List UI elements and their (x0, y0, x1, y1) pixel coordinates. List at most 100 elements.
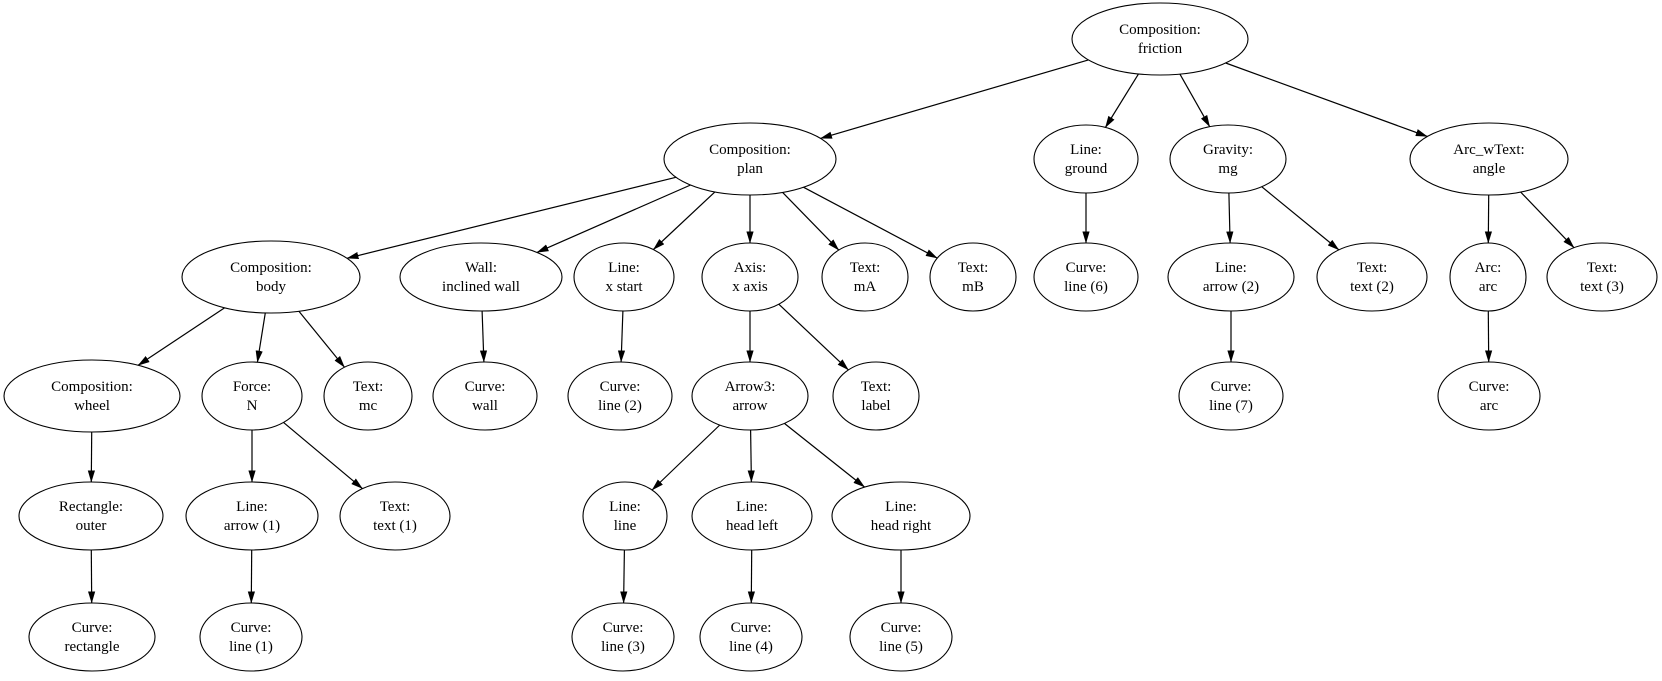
node-angle-label-line2: angle (1473, 161, 1506, 177)
node-arrow3-ellipse (691, 361, 809, 431)
node-head_right-label-line2: head right (871, 518, 932, 534)
node-line: Line:line (582, 481, 668, 551)
node-outer-label: Rectangle:outer (59, 499, 123, 534)
node-friction-label-line1: Composition: (1119, 22, 1201, 38)
node-line1-label-line1: Curve: (231, 620, 272, 636)
node-arrow3-label-line2: arrow (733, 398, 768, 414)
edge-angle-to-text3 (1520, 191, 1575, 249)
node-wheel-label: Composition:wheel (51, 379, 133, 414)
edge-plan-to-body (346, 176, 677, 260)
node-wheel-label-line2: wheel (74, 398, 110, 414)
node-plan: Composition:plan (663, 122, 837, 196)
node-plan-label: Composition:plan (709, 142, 791, 177)
node-label-label-line2: label (861, 398, 890, 414)
edge-friction-to-plan (820, 59, 1089, 139)
node-inclined_wall: Wall: inclined wall (399, 242, 563, 312)
node-inclined_wall-label-line1: Wall: (465, 260, 497, 276)
node-label: Text: label (832, 361, 920, 431)
edge-x_start-to-line2 (617, 310, 626, 363)
node-line5-label-line1: Curve: (881, 620, 922, 636)
node-mB-label-line1: Text: (958, 260, 989, 276)
node-x_start: Line:x start (573, 242, 675, 312)
node-line7-label: Curve:line (7) (1209, 379, 1253, 414)
node-arc_curve: Curve: arc (1437, 361, 1541, 431)
node-line3: Curve:line (3) (571, 602, 675, 672)
node-mB-label-line2: mB (962, 279, 984, 295)
node-label-label-line1: Text: (861, 379, 892, 395)
node-rectangle-ellipse (28, 602, 156, 672)
node-body-ellipse (181, 240, 361, 314)
edge-plan-to-x_start (652, 191, 716, 250)
node-line1-ellipse (199, 602, 303, 672)
node-mc-label: Text:mc (353, 379, 384, 414)
node-mc-label-line2: mc (359, 398, 378, 414)
node-label-label: Text: label (861, 379, 892, 414)
node-text1-ellipse (339, 481, 451, 551)
node-outer-label-line1: Rectangle: (59, 499, 123, 515)
node-mc: Text:mc (323, 361, 413, 431)
node-head_left-label-line1: Line: (736, 499, 768, 515)
node-arc_curve-label-line1: Curve: (1469, 379, 1510, 395)
edge-plan-to-mB (803, 186, 938, 259)
node-arrow2-label-line2: arrow (2) (1203, 279, 1259, 295)
node-ground-ellipse (1033, 124, 1139, 194)
node-N-ellipse (201, 361, 303, 431)
node-mc-ellipse (323, 361, 413, 431)
edge-mg-to-text2 (1261, 186, 1340, 251)
node-N: Force:N (201, 361, 303, 431)
node-angle-label-line1: Arc_wText: (1453, 142, 1524, 158)
node-arrow2: Line:arrow (2) (1167, 242, 1295, 312)
edge-body-to-mc (298, 310, 345, 368)
node-mg-ellipse (1169, 124, 1287, 194)
edge-body-to-N (255, 312, 266, 363)
edge-arrow3-to-head_right (784, 422, 865, 488)
node-line-label: Line:line (609, 499, 641, 534)
node-line4-ellipse (699, 602, 803, 672)
node-ground-label-line2: ground (1065, 161, 1108, 177)
node-friction: Composition:friction (1071, 2, 1249, 76)
node-line2-ellipse (567, 361, 673, 431)
node-head_left-ellipse (691, 481, 813, 551)
node-arrow1-label-line2: arrow (1) (224, 518, 280, 534)
node-x_start-label-line2: x start (605, 279, 643, 295)
node-line3-ellipse (571, 602, 675, 672)
node-inclined_wall-label-line2: inclined wall (442, 279, 520, 295)
node-mA-label-line1: Text: (850, 260, 881, 276)
node-arc_curve-label-line2: arc (1480, 398, 1499, 414)
node-arc-label-line1: Arc: (1475, 260, 1502, 276)
node-plan-ellipse (663, 122, 837, 196)
edge-friction-to-ground (1104, 73, 1140, 128)
node-x_axis-label: Axis:x axis (732, 260, 768, 295)
node-text2-label: Text:text (2) (1350, 260, 1394, 295)
node-arc-label: Arc: arc (1475, 260, 1502, 295)
node-angle-label: Arc_wText:angle (1453, 142, 1524, 177)
node-label-ellipse (832, 361, 920, 431)
node-arc: Arc: arc (1449, 242, 1527, 312)
node-wall: Curve:wall (432, 361, 538, 431)
node-mA-label-line2: mA (854, 279, 877, 295)
node-arrow2-ellipse (1167, 242, 1295, 312)
node-text2-label-line2: text (2) (1350, 279, 1394, 295)
node-line2-label-line1: Curve: (600, 379, 641, 395)
node-angle: Arc_wText:angle (1409, 122, 1569, 196)
node-wall-label: Curve:wall (465, 379, 506, 414)
node-arrow3-label: Arrow3:arrow (725, 379, 776, 414)
node-arrow1-label: Line:arrow (1) (224, 499, 280, 534)
node-rectangle-label: Curve:rectangle (65, 620, 120, 655)
node-ground: Line:ground (1033, 124, 1139, 194)
node-ground-label: Line:ground (1065, 142, 1108, 177)
node-mA-label: Text: mA (850, 260, 881, 295)
node-arc-label-line2: arc (1479, 279, 1498, 295)
node-arc_curve-label: Curve: arc (1469, 379, 1510, 414)
node-line4-label: Curve:line (4) (729, 620, 773, 655)
node-line5-label: Curve:line (5) (879, 620, 923, 655)
edge-arrow3-to-head_left (747, 429, 755, 483)
node-angle-ellipse (1409, 122, 1569, 196)
node-line1-label-line2: line (1) (229, 639, 273, 655)
node-line4-label-line1: Curve: (731, 620, 772, 636)
node-N-label-line1: Force: (233, 379, 271, 395)
edge-line-to-line3 (620, 549, 628, 604)
node-N-label: Force:N (233, 379, 271, 414)
node-text3-ellipse (1546, 242, 1658, 312)
edge-N-to-text1 (283, 421, 363, 490)
